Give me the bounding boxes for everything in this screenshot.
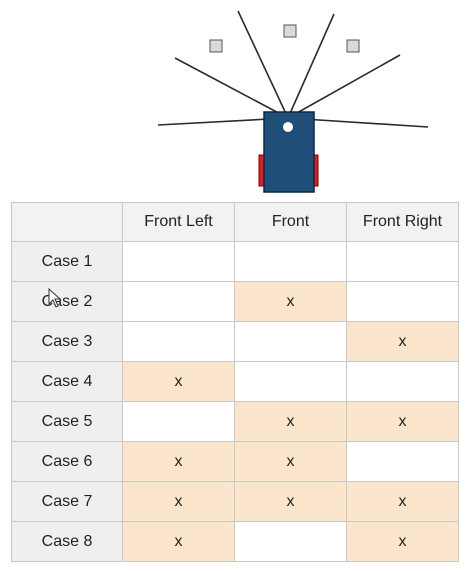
case-label: Case 6 (11, 441, 123, 482)
sensor-cases-table: Front Left Front Front Right Case 1 Case… (11, 202, 459, 562)
table-header-row: Front Left Front Front Right (11, 202, 459, 242)
header-front: Front (234, 202, 347, 242)
cell-front-left (122, 281, 235, 322)
table-row: Case 7 x x x (11, 481, 459, 522)
case-label: Case 3 (11, 321, 123, 362)
case-label: Case 2 (11, 281, 123, 322)
cell-front-right: x (346, 521, 459, 562)
header-front-right: Front Right (346, 202, 459, 242)
table-row: Case 2 x (11, 281, 459, 322)
cell-front-left: x (122, 521, 235, 562)
cell-front (234, 361, 347, 402)
cell-front: x (234, 481, 347, 522)
cell-front-right: x (346, 401, 459, 442)
cell-front (234, 241, 347, 282)
cell-front-left: x (122, 481, 235, 522)
table-row: Case 4 x (11, 361, 459, 402)
cell-front-right (346, 441, 459, 482)
cell-front (234, 321, 347, 362)
cell-front-left: x (122, 441, 235, 482)
cell-front-right (346, 241, 459, 282)
robot-body (263, 111, 315, 193)
cell-front-right: x (346, 481, 459, 522)
cell-front: x (234, 441, 347, 482)
table-row: Case 6 x x (11, 441, 459, 482)
robot-sensor (283, 122, 293, 132)
obstacle-marker-icon (283, 24, 297, 38)
case-label: Case 1 (11, 241, 123, 282)
case-label: Case 4 (11, 361, 123, 402)
mouse-pointer-icon (48, 288, 62, 308)
case-label: Case 7 (11, 481, 123, 522)
table-row: Case 5 x x (11, 401, 459, 442)
table-row: Case 1 (11, 241, 459, 282)
table-row: Case 8 x x (11, 521, 459, 562)
cell-front-right (346, 361, 459, 402)
cell-front-right: x (346, 321, 459, 362)
robot-sensor-diagram (157, 10, 429, 193)
header-corner (11, 202, 123, 242)
obstacle-marker-icon (346, 39, 360, 53)
cell-front-left (122, 241, 235, 282)
case-label: Case 5 (11, 401, 123, 442)
obstacle-marker-icon (209, 39, 223, 53)
cell-front-left (122, 401, 235, 442)
table-row: Case 3 x (11, 321, 459, 362)
cell-front: x (234, 281, 347, 322)
cell-front (234, 521, 347, 562)
cell-front: x (234, 401, 347, 442)
cell-front-left: x (122, 361, 235, 402)
robot-icon (258, 111, 319, 193)
header-front-left: Front Left (122, 202, 235, 242)
cell-front-left (122, 321, 235, 362)
case-label: Case 8 (11, 521, 123, 562)
cell-front-right (346, 281, 459, 322)
